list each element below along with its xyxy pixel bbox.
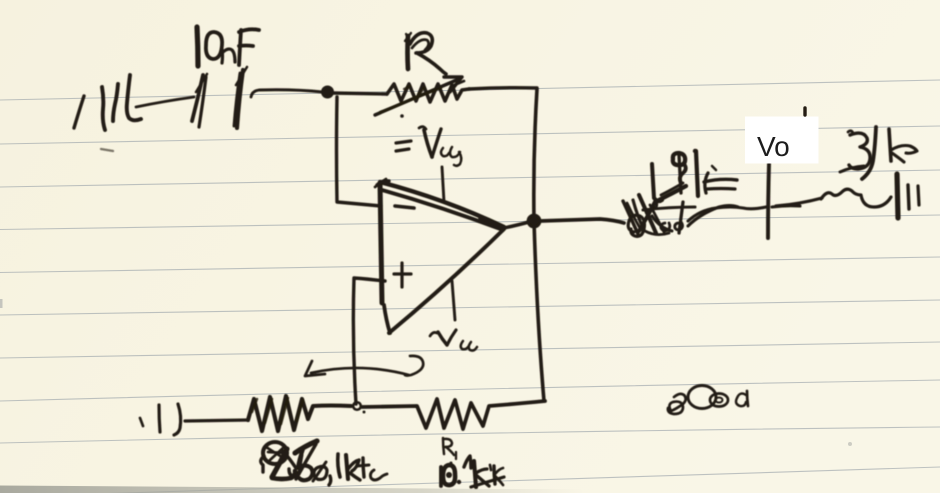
svg-text:Vo: Vo <box>757 131 790 162</box>
